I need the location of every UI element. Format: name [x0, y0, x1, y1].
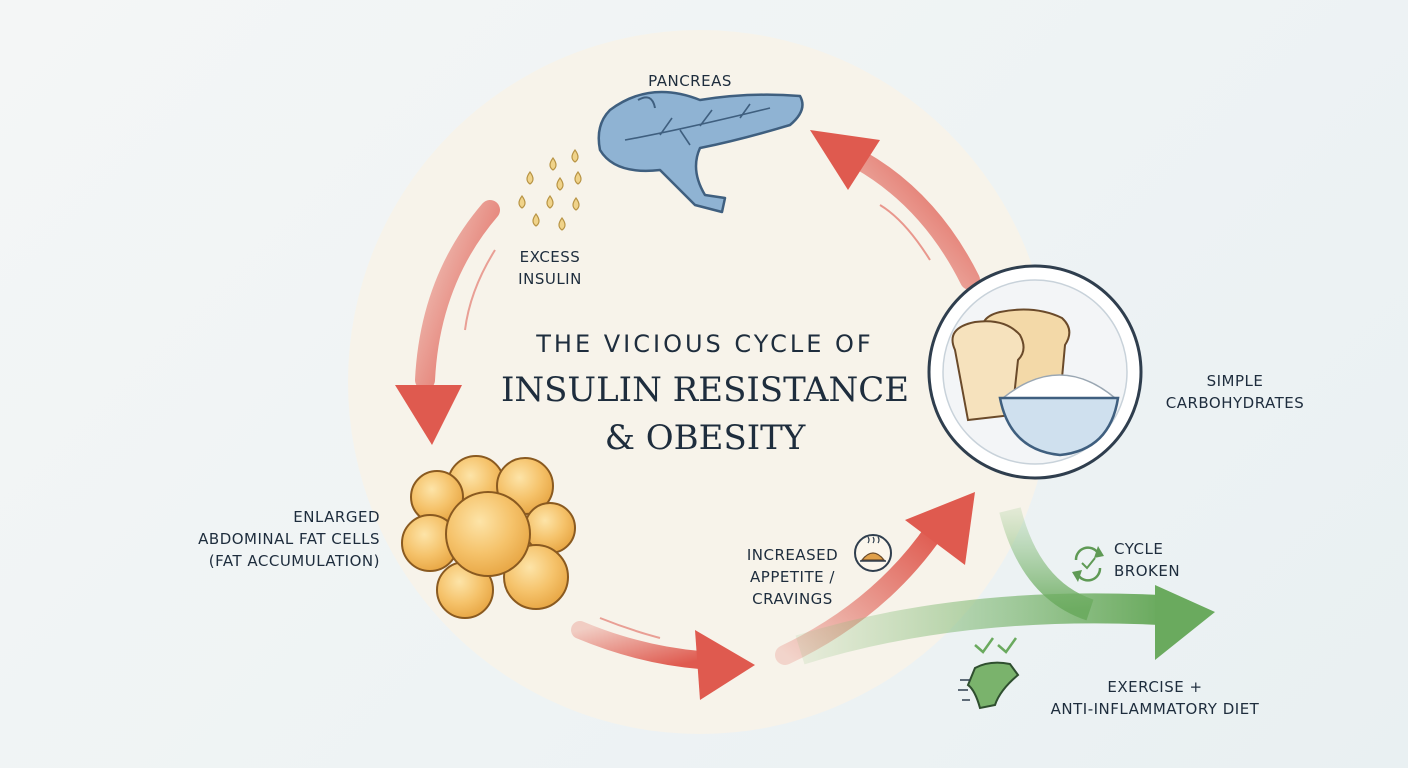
exercise-diet-icon: [958, 637, 1020, 710]
fat-line-3: (FAT ACCUMULATION): [208, 552, 380, 570]
diagram-title: INSULIN RESISTANCE & OBESITY: [470, 366, 940, 462]
title-line-1: INSULIN RESISTANCE: [500, 370, 910, 410]
arrow-cycle-broken: [795, 507, 1215, 665]
carbs-line-1: SIMPLE: [1206, 372, 1264, 390]
broken-line-1: CYCLE: [1114, 540, 1164, 558]
fat-cells-icon: [401, 455, 576, 619]
arrow-insulin-to-fat: [395, 200, 500, 445]
insulin-line-1: EXCESS: [519, 248, 581, 266]
pancreas-label: PANCREAS: [648, 72, 732, 90]
title-prefix: THE VICIOUS CYCLE OF: [536, 330, 874, 358]
cycle-broken-label: CYCLE BROKEN: [1114, 538, 1214, 582]
intervention-line-1: EXERCISE +: [1107, 678, 1203, 696]
pancreas-icon: [597, 90, 804, 214]
insulin-line-2: INSULIN: [518, 270, 582, 288]
arrow-carbs-to-pancreas: [810, 130, 980, 290]
intervention-line-2: ANTI-INFLAMMATORY DIET: [1050, 700, 1260, 718]
hot-meal-icon: [854, 534, 892, 572]
excess-insulin-label: EXCESS INSULIN: [490, 246, 610, 290]
simple-carbohydrates-label: SIMPLE CARBOHYDRATES: [1140, 370, 1330, 414]
arrow-fat-to-appetite: [571, 617, 755, 700]
title-line-2: & OBESITY: [604, 418, 806, 458]
fat-line-1: ENLARGED: [293, 508, 380, 526]
bread-and-rice-icon: [927, 264, 1143, 480]
carbs-line-2: CARBOHYDRATES: [1165, 394, 1305, 412]
intervention-label: EXERCISE + ANTI-INFLAMMATORY DIET: [1030, 676, 1280, 720]
insulin-droplets-icon: [518, 148, 582, 231]
broken-line-2: BROKEN: [1114, 562, 1181, 580]
appetite-line-1: INCREASED: [746, 546, 839, 564]
fat-line-2: ABDOMINAL FAT CELLS: [198, 530, 380, 548]
cycle-refresh-icon: [1072, 546, 1104, 582]
appetite-line-3: CRAVINGS: [752, 590, 833, 608]
fat-cells-label: ENLARGED ABDOMINAL FAT CELLS (FAT ACCUMU…: [170, 506, 380, 572]
appetite-line-2: APPETITE /: [750, 568, 835, 586]
appetite-label: INCREASED APPETITE / CRAVINGS: [735, 544, 850, 610]
